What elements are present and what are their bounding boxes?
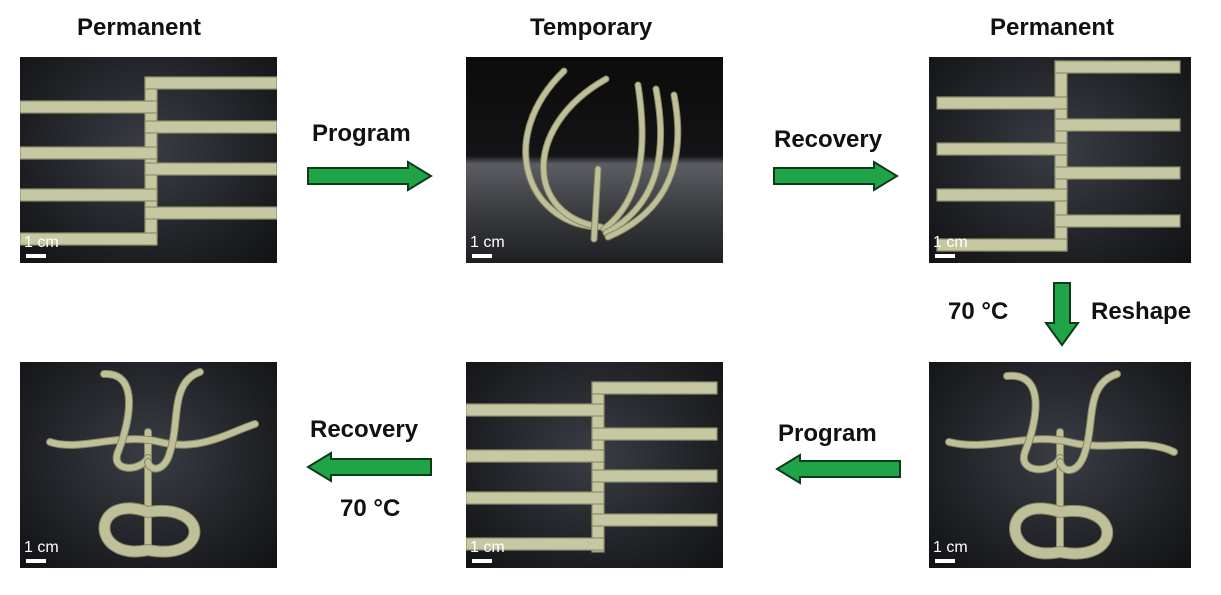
scale-bar [26, 559, 46, 563]
scale-bar [935, 254, 955, 258]
left-arrow-icon [306, 451, 432, 483]
title-permanent-left: Permanent [77, 14, 202, 41]
photo-permanent-flat-2: 1 cm [929, 57, 1191, 263]
sample-3d-shape [945, 370, 1178, 560]
scale-bar [935, 559, 955, 563]
sample-comb-shape [20, 76, 277, 246]
step-label-program-top: Program [312, 120, 411, 147]
step-label-recovery-bottom: Recovery [310, 416, 419, 443]
right-arrow-icon [773, 160, 899, 192]
sample-3d-shape [46, 368, 259, 558]
photo-temporary-curved: 1 cm [466, 57, 723, 263]
left-arrow-icon [775, 453, 901, 485]
scale-bar-label: 1 cm [24, 234, 59, 251]
scale-bar-label: 1 cm [933, 234, 968, 251]
step-label-program-bottom: Program [778, 420, 877, 447]
step-label-reshape: Reshape [1091, 298, 1192, 325]
step-label-reshape-temperature: 70 °C [948, 298, 1009, 325]
step-label-recovery-top: Recovery [774, 126, 883, 153]
scale-bar [472, 254, 492, 258]
sample-comb-shape [936, 60, 1181, 252]
scale-bar-label: 1 cm [24, 539, 59, 556]
scale-bar-label: 1 cm [933, 539, 968, 556]
down-arrow-icon [1044, 282, 1080, 347]
step-label-recovery-temperature: 70 °C [340, 495, 401, 522]
title-permanent-right: Permanent [990, 14, 1115, 41]
title-temporary: Temporary [530, 14, 653, 41]
right-arrow-icon [307, 160, 433, 192]
scale-bar [472, 559, 492, 563]
photo-reshaped-3d: 1 cm [929, 362, 1191, 568]
scale-bar-label: 1 cm [470, 234, 505, 251]
sample-arched-shape [522, 67, 682, 243]
photo-permanent-flat-1: 1 cm [20, 57, 277, 263]
scale-bar [26, 254, 46, 258]
sample-comb-shape [466, 381, 718, 553]
photo-programmed-flat: 1 cm [466, 362, 723, 568]
photo-recovered-3d: 1 cm [20, 362, 277, 568]
scale-bar-label: 1 cm [470, 539, 505, 556]
